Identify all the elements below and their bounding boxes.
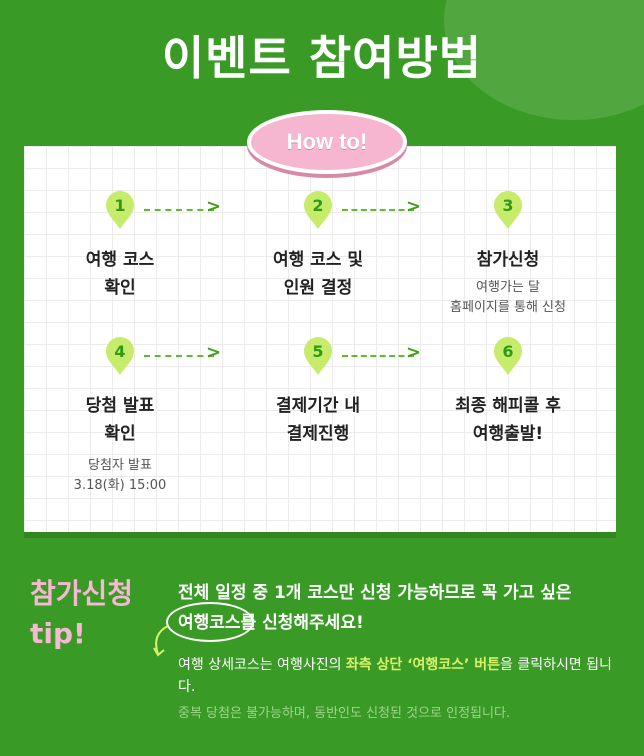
map-pin-icon: 1 [104, 190, 136, 230]
steps-card: > > > > 1 여행 코스 확인 2 여행 코스 및 인원 결정 3 참가신… [24, 146, 616, 532]
tip-note-a: 여행 상세코스는 여행사진의 [178, 657, 346, 673]
step-number: 4 [114, 342, 125, 361]
step-number: 5 [312, 342, 323, 361]
tip-note: 여행 상세코스는 여행사진의 좌측 상단 ‘여행코스’ 버튼을 클릭하시면 됩니… [178, 654, 618, 698]
highlight-circle [166, 602, 254, 642]
tip-line-2: 를 신청해주세요! [240, 613, 364, 633]
step-label: 여행 코스 확인 [85, 250, 155, 298]
page-title: 이벤트 참여방법 [161, 31, 483, 85]
connector-1-2 [144, 209, 214, 213]
arrow-right-icon: > [206, 196, 222, 217]
step-number: 6 [502, 342, 513, 361]
map-pin-icon: 2 [302, 190, 334, 230]
how-to-badge: How to! [247, 110, 407, 174]
step-label: 결제기간 내 결제진행 [275, 396, 361, 444]
hook-arrow-icon [153, 625, 169, 657]
tip-heading: 참가신청 tip! [30, 577, 134, 650]
map-pin-icon: 5 [302, 336, 334, 376]
arrow-right-icon: > [206, 342, 222, 363]
step-sub: 당첨자 발표 3.18(화) 15:00 [73, 458, 167, 493]
step-number: 3 [502, 196, 513, 215]
arrow-right-icon: > [406, 342, 422, 363]
tip-note-c: 을 클릭하시면 됩니다. [178, 657, 612, 695]
connector-5-6 [342, 355, 414, 359]
step-number: 1 [114, 196, 125, 215]
step-label: 여행 코스 및 인원 결정 [272, 250, 364, 298]
map-pin-icon: 6 [492, 336, 524, 376]
map-pin-icon: 3 [492, 190, 524, 230]
step-label: 최종 해피콜 후 여행출발! [455, 396, 561, 444]
step-label: 당첨 발표 확인 [85, 396, 155, 444]
step-sub: 여행가는 달 홈페이지를 통해 신청 [450, 280, 566, 315]
arrow-right-icon: > [406, 196, 422, 217]
connector-4-5 [144, 355, 214, 359]
badge-text: How to! [286, 129, 368, 154]
tip-line-1: 전체 일정 중 1개 코스만 신청 가능하므로 꼭 가고 싶은 [178, 583, 572, 603]
connector-2-3 [342, 209, 414, 213]
map-pin-icon: 4 [104, 336, 136, 376]
tip-note-highlight: 좌측 상단 ‘여행코스’ 버튼 [345, 657, 500, 673]
step-label: 참가신청 [476, 250, 540, 270]
step-number: 2 [312, 196, 323, 215]
tip-note-duplicate: 중복 당첨은 불가능하며, 동반인도 신청된 것으로 인정됩니다. [178, 706, 511, 721]
